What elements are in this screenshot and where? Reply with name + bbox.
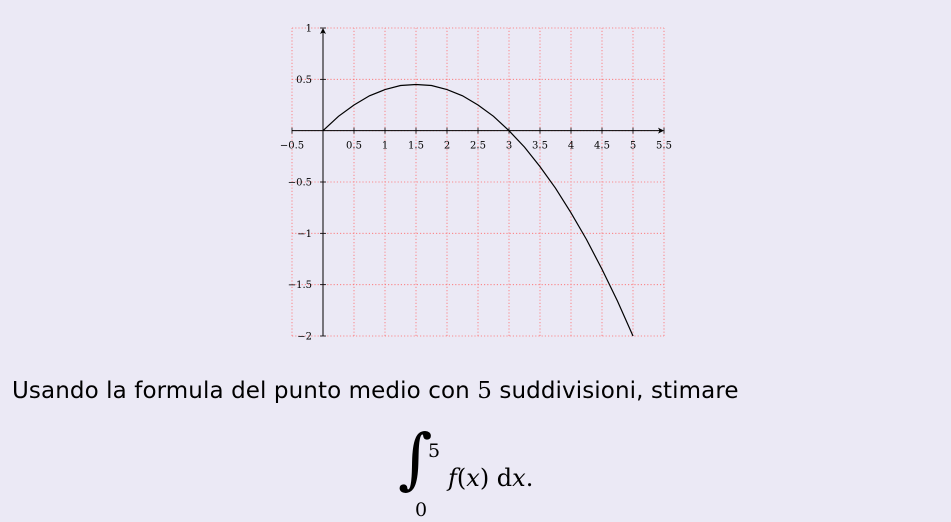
subdivisions-number: 5	[477, 378, 492, 404]
x-tick-label: 4.5	[594, 141, 610, 152]
x-tick-label: 5.5	[656, 141, 672, 152]
x-tick-label: −0.5	[280, 141, 304, 152]
function-plot: −0.5 0.5 1 1.5 2 2.5 3 3.5 4 4.5 5 5.5 1 0.5 −0.5 −1 −1.…	[280, 24, 672, 343]
integral-sign: ∫	[398, 420, 433, 497]
x-tick-label: 0.5	[346, 141, 362, 152]
integral-lower-limit: 0	[415, 499, 428, 521]
y-tick-label: −1	[297, 229, 312, 240]
integrand: f(x) dx.	[448, 464, 534, 492]
y-tick-label: −1.5	[288, 280, 312, 291]
y-tick-label: −0.5	[288, 178, 312, 189]
x-tick-label: 1	[382, 141, 388, 152]
x-tick-label: 4	[568, 141, 574, 152]
integral-formula: ∫ 5 0 f(x) dx.	[398, 426, 598, 522]
plot-ticks: −0.5 0.5 1 1.5 2 2.5 3 3.5 4 4.5 5 5.5 1 0.5 −0.5 −1 −1.…	[280, 24, 672, 343]
y-axis-arrow	[320, 28, 326, 34]
y-tick-label: 0.5	[296, 75, 312, 86]
question-text-before: Usando la formula del punto medio con	[12, 378, 478, 404]
x-tick-label: 5	[630, 141, 636, 152]
x-tick-label: 3.5	[532, 141, 548, 152]
x-tick-label: 2.5	[470, 141, 486, 152]
question-text-after: suddivisioni, stimare	[491, 378, 739, 404]
x-tick-label: 1.5	[408, 141, 424, 152]
x-tick-label: 3	[506, 141, 512, 152]
plot-grid	[291, 27, 665, 337]
integral-upper-limit: 5	[428, 440, 441, 462]
function-curve	[322, 83, 634, 337]
x-tick-label: 2	[444, 141, 450, 152]
y-tick-label: 1	[306, 24, 312, 35]
x-axis-arrow	[658, 127, 664, 134]
y-tick-label: −2	[297, 332, 312, 343]
question-text: Usando la formula del punto medio con 5 …	[12, 378, 739, 404]
